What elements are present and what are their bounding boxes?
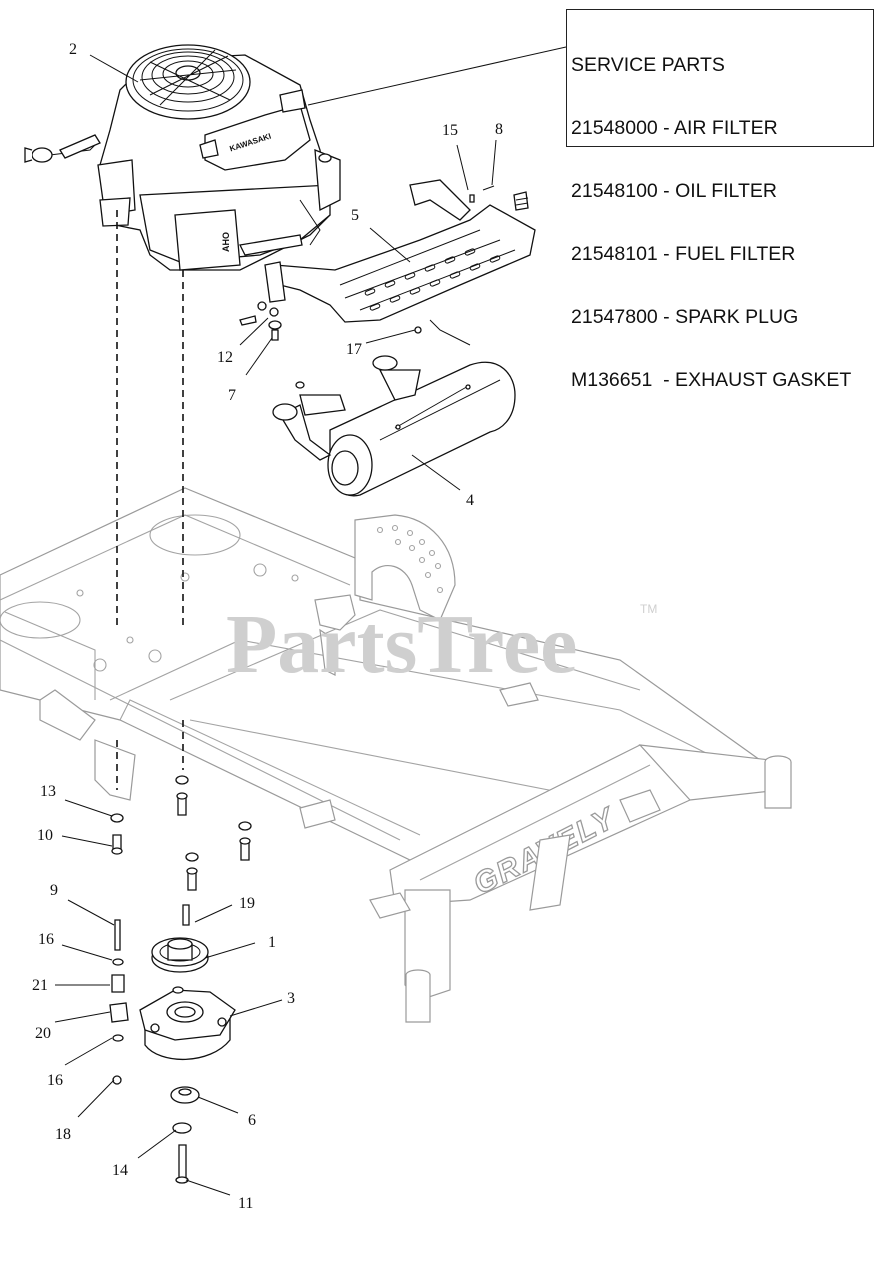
callout-16-upper: 16 — [38, 931, 54, 948]
service-part-spark-plug: 21547800 - SPARK PLUG — [571, 306, 799, 328]
callout-16-lower: 16 — [47, 1072, 63, 1089]
service-parts-heading: SERVICE PARTS — [571, 54, 725, 76]
callout-14: 14 — [112, 1162, 128, 1179]
callout-17: 17 — [346, 341, 362, 358]
callout-10: 10 — [37, 827, 53, 844]
service-part-fuel-filter: 21548101 - FUEL FILTER — [571, 243, 796, 265]
callout-3: 3 — [287, 990, 295, 1007]
callout-numbers: 2 15 8 5 12 17 7 4 13 10 9 16 21 20 16 1… — [32, 41, 503, 1212]
callout-13: 13 — [40, 783, 56, 800]
service-part-air-filter: 21548000 - AIR FILTER — [571, 117, 778, 139]
callout-1: 1 — [268, 934, 276, 951]
callout-2: 2 — [69, 41, 77, 58]
callout-4: 4 — [466, 492, 474, 509]
watermark-tm-mark: TM — [640, 602, 657, 616]
muffler-heat-shield — [264, 179, 536, 346]
engine-assembly: KAWASAKI AHO — [24, 44, 341, 271]
callout-11: 11 — [238, 1195, 253, 1212]
callout-12: 12 — [217, 349, 233, 366]
callout-21: 21 — [32, 977, 48, 994]
callout-6: 6 — [248, 1112, 256, 1129]
service-parts-box: SERVICE PARTS 21548000 - AIR FILTER 2154… — [566, 9, 874, 391]
svg-text:AHO: AHO — [221, 232, 231, 252]
leader-lines — [54, 46, 567, 1196]
callout-7: 7 — [228, 387, 236, 404]
callout-20: 20 — [35, 1025, 51, 1042]
service-part-oil-filter: 21548100 - OIL FILTER — [571, 180, 777, 202]
callout-15: 15 — [442, 122, 458, 139]
service-part-exhaust-gasket: M136651 - EXHAUST GASKET — [571, 369, 852, 391]
callout-5: 5 — [351, 207, 359, 224]
shield-hardware — [239, 185, 529, 341]
callout-8: 8 — [495, 121, 503, 138]
parts-tree-watermark: PartsTree — [226, 598, 577, 691]
callout-19: 19 — [239, 895, 255, 912]
muffler — [272, 355, 516, 497]
callout-18: 18 — [55, 1126, 71, 1143]
mower-frame: GRAVELY — [0, 487, 792, 1023]
callout-9: 9 — [50, 882, 58, 899]
pto-clutch-stack — [109, 775, 252, 1184]
